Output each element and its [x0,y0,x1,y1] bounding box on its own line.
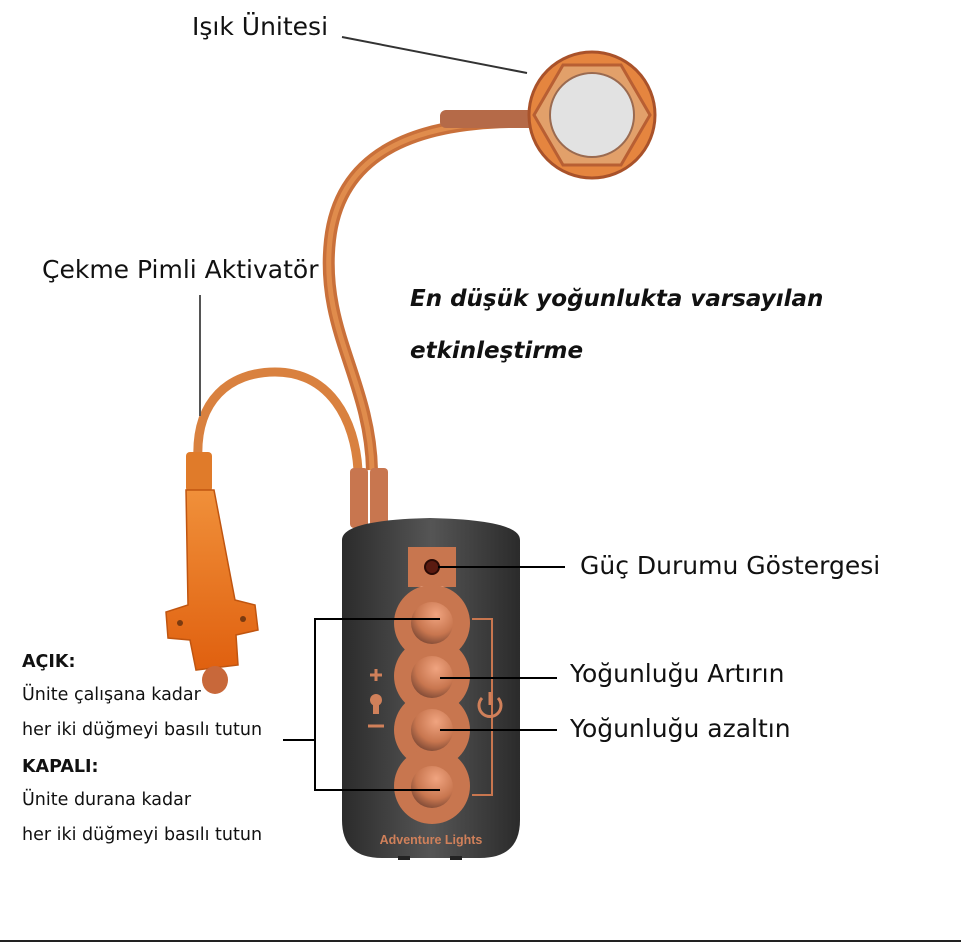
off-title: KAPALI: [22,757,99,777]
control-unit: Adventure Lights [342,518,520,860]
off-line-1: Ünite durana kadar [22,790,192,810]
activator-cable [193,367,363,471]
on-line-1: Ünite çalışana kadar [22,685,201,705]
note-line-1: En düşük yoğunlukta varsayılan [410,286,824,312]
pull-pin-activator [165,452,259,694]
off-line-2: her iki düğmeyi basılı tutun [22,825,263,845]
increase-label: Yoğunluğu Artırın [570,659,785,688]
light-unit [527,50,657,180]
light-unit-leader [341,36,528,74]
bulb-icon [370,694,382,714]
decrease-label: Yoğunluğu azaltın [570,714,791,743]
power-indicator-led [424,559,440,575]
brand-label: Adventure Lights [380,833,483,847]
both-buttons-bracket [314,618,440,791]
button-1[interactable] [411,602,453,644]
button-4[interactable] [411,766,453,808]
power-indicator-label: Güç Durumu Göstergesi [580,551,881,580]
increase-button[interactable] [411,656,453,698]
on-line-2: her iki düğmeyi basılı tutun [22,720,263,740]
note-line-2: etkinleştirme [410,338,584,364]
power-icon [477,692,503,718]
plus-icon [370,669,382,681]
decrease-button[interactable] [411,709,453,751]
activator-label: Çekme Pimli Aktivatör [42,255,319,284]
on-title: AÇIK: [22,652,76,672]
light-unit-label: Işık Ünitesi [192,12,329,41]
